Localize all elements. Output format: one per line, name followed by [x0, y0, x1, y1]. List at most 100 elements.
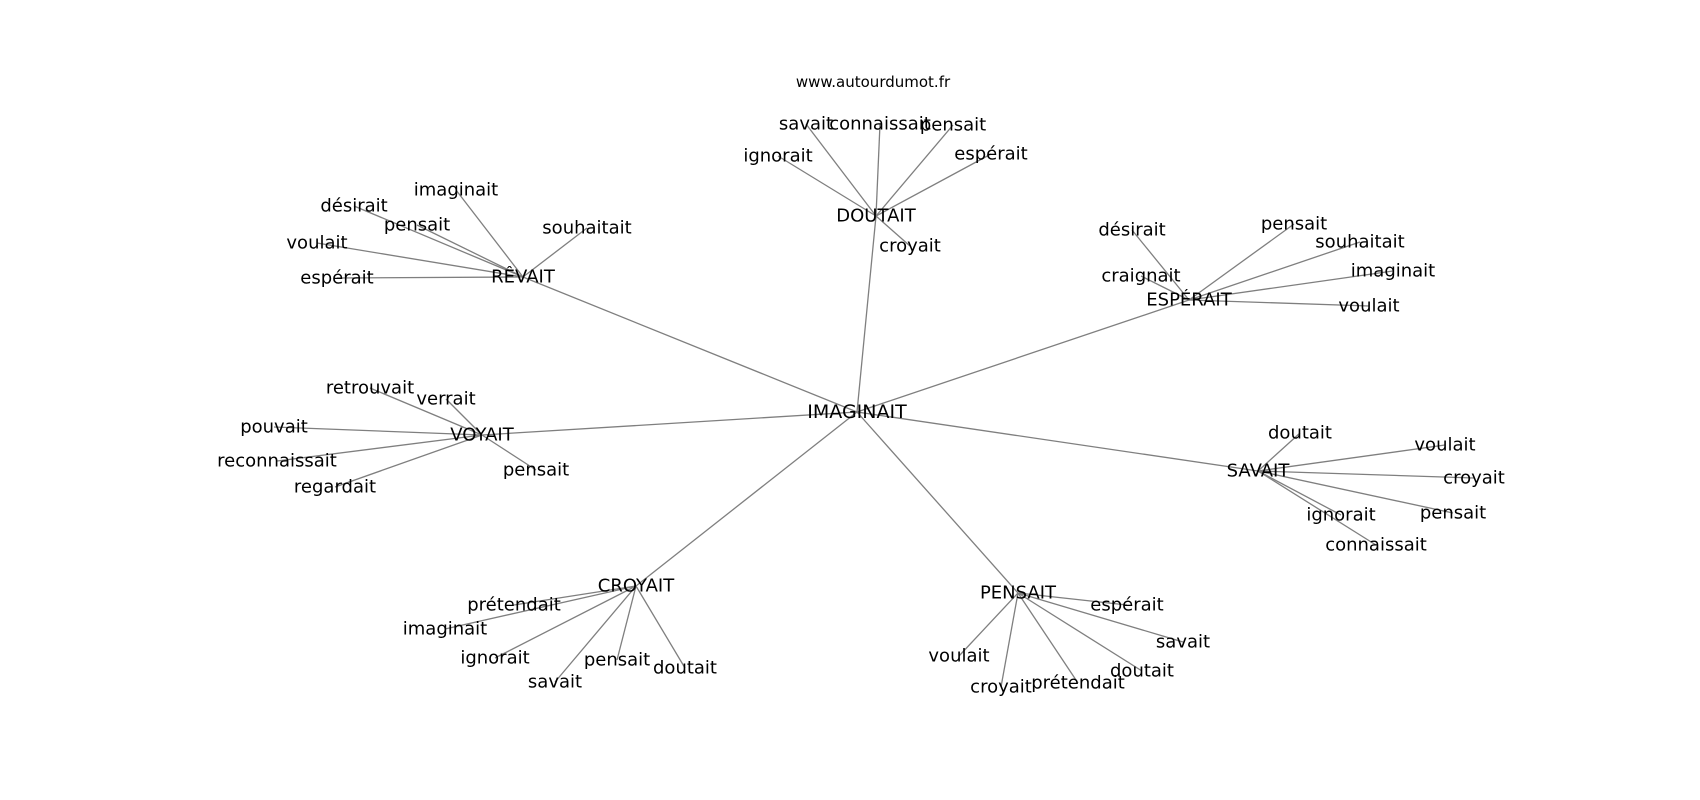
edge-center-to-hub	[481, 411, 858, 436]
edge-hub-to-word	[777, 155, 877, 217]
edge-hub-to-word	[875, 124, 954, 217]
edge-hub-to-word	[455, 189, 524, 278]
edge-hub-to-word	[334, 434, 483, 488]
edge-hub-to-word	[316, 242, 524, 278]
word-node-label: savait	[528, 672, 582, 693]
edge-hub-to-word	[1000, 592, 1019, 688]
edge-hub-to-word	[616, 585, 637, 661]
edge-hub-to-word	[1257, 432, 1301, 472]
word-node-label: espérait	[954, 144, 1027, 165]
edge-hub-to-word	[444, 585, 637, 630]
edge-hub-to-word	[1140, 275, 1190, 301]
word-node-label: verrait	[416, 389, 475, 410]
word-node-label: ignorait	[460, 648, 529, 669]
edge-center-to-hub	[856, 215, 877, 413]
edge-center-to-hub	[635, 411, 858, 587]
word-node-label: voulait	[928, 646, 989, 667]
edge-hub-to-word	[1017, 592, 1143, 672]
word-node-label: pensait	[920, 115, 986, 136]
hub-node-label: VOYAIT	[450, 425, 514, 446]
edge-hub-to-word	[353, 205, 524, 278]
edge-hub-to-word	[1257, 470, 1454, 514]
site-credit: www.autourdumot.fr	[796, 73, 951, 91]
edge-hub-to-word	[875, 215, 911, 247]
word-node-label: pensait	[384, 215, 450, 236]
edge-hub-to-word	[1188, 223, 1295, 301]
edge-hub-to-word	[1188, 241, 1361, 301]
edge-hub-to-word	[276, 434, 483, 462]
word-node-label: pouvait	[240, 417, 308, 438]
word-node-label: croyait	[879, 236, 941, 257]
edge-hub-to-word	[875, 123, 881, 217]
edge-hub-to-word	[1017, 592, 1184, 643]
edge-hub-to-word	[1257, 470, 1475, 479]
word-node-label: ignorait	[743, 146, 812, 167]
word-node-label: prétendait	[467, 595, 561, 616]
edge-center-to-hub	[522, 276, 858, 413]
word-node-label: retrouvait	[326, 378, 414, 399]
word-node-label: voulait	[1414, 435, 1475, 456]
edge-hub-to-word	[1017, 592, 1128, 606]
edge-hub-to-word	[494, 585, 637, 659]
word-node-label: pensait	[584, 650, 650, 671]
word-node-label: pensait	[1261, 214, 1327, 235]
edge-center-to-hub	[856, 411, 1019, 594]
edge-hub-to-word	[369, 387, 483, 436]
word-node-label: désirait	[320, 196, 387, 217]
word-node-label: craignait	[1101, 266, 1180, 287]
word-node-label: connaissait	[829, 114, 931, 135]
edge-hub-to-word	[875, 153, 992, 217]
word-node-label: connaissait	[1325, 535, 1427, 556]
word-node-label: doutait	[1110, 661, 1174, 682]
word-node-label: souhaitait	[542, 218, 631, 239]
edge-hub-to-word	[1257, 470, 1377, 546]
edge-hub-to-word	[481, 434, 537, 471]
edge-hub-to-word	[336, 276, 524, 279]
edge-hub-to-word	[1257, 470, 1342, 516]
word-node-label: savait	[1156, 632, 1210, 653]
edge-hub-to-word	[522, 227, 588, 278]
hub-node-label: DOUTAIT	[836, 206, 916, 227]
word-node-label: imaginait	[414, 180, 499, 201]
edge-hub-to-word	[1257, 444, 1446, 472]
hub-node-label: RÊVAIT	[491, 266, 556, 288]
word-node-label: pensait	[503, 460, 569, 481]
edge-hub-to-word	[554, 585, 637, 683]
word-node-label: reconnaissait	[217, 451, 337, 472]
word-node-label: désirait	[1098, 220, 1165, 241]
word-node-label: savait	[779, 114, 833, 135]
edge-hub-to-word	[513, 585, 637, 606]
hub-node-label: SAVAIT	[1227, 461, 1291, 482]
word-node-label: voulait	[1338, 296, 1399, 317]
word-node-label: imaginait	[403, 619, 488, 640]
edge-layer	[273, 123, 1475, 688]
word-node-label: voulait	[286, 233, 347, 254]
label-layer: IMAGINAITDOUTAITsavaitconnaissaitpensait…	[217, 114, 1505, 698]
edge-hub-to-word	[958, 592, 1019, 657]
edge-hub-to-word	[273, 426, 483, 436]
word-node-label: croyait	[1443, 468, 1505, 489]
hub-node-label: ESPÉRAIT	[1146, 289, 1232, 311]
word-node-label: ignorait	[1306, 505, 1375, 526]
edge-hub-to-word	[1017, 592, 1079, 684]
edge-hub-to-word	[1188, 299, 1370, 307]
word-node-label: prétendait	[1031, 673, 1125, 694]
word-node-label: doutait	[1268, 423, 1332, 444]
hub-node-label: PENSAIT	[980, 583, 1057, 604]
word-node-label: doutait	[653, 658, 717, 679]
center-node-label: IMAGINAIT	[807, 401, 907, 423]
edge-center-to-hub	[856, 299, 1190, 413]
word-node-label: espérait	[1090, 595, 1163, 616]
word-node-label: regardait	[294, 477, 376, 498]
word-node-label: espérait	[300, 268, 373, 289]
edge-hub-to-word	[635, 585, 686, 669]
word-node-label: croyait	[970, 677, 1032, 698]
edge-hub-to-word	[445, 398, 483, 436]
edge-center-to-hub	[856, 411, 1259, 472]
word-node-label: souhaitait	[1315, 232, 1404, 253]
word-node-label: pensait	[1420, 503, 1486, 524]
edge-hub-to-word	[1131, 229, 1190, 301]
edge-hub-to-word	[1188, 270, 1394, 301]
edge-hub-to-word	[805, 123, 877, 217]
